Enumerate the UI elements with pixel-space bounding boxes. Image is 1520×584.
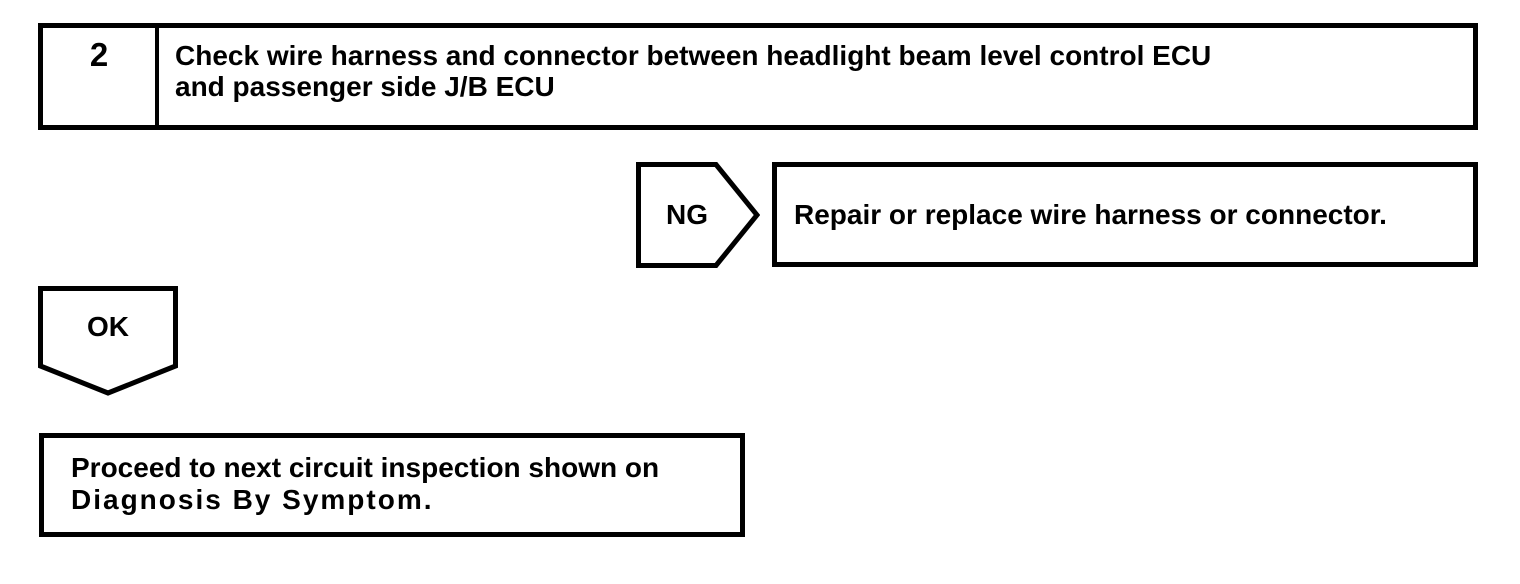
- ng-label: NG: [666, 199, 708, 230]
- ok-connector: OK: [38, 286, 178, 396]
- step-title-line-2: and passenger side J/B ECU: [175, 71, 555, 102]
- step-title: Check wire harness and connector between…: [159, 28, 1473, 125]
- pentagon-arrow-down-icon: [38, 286, 178, 396]
- pentagon-arrow-right-icon: [636, 162, 760, 268]
- ok-label: OK: [87, 311, 129, 342]
- ok-result-box: Proceed to next circuit inspection shown…: [39, 433, 745, 537]
- ng-action-box: Repair or replace wire harness or connec…: [772, 162, 1478, 267]
- step-number-cell: 2: [43, 28, 159, 125]
- step-title-line-1: Check wire harness and connector between…: [175, 40, 1212, 71]
- step-box: 2 Check wire harness and connector betwe…: [38, 23, 1478, 130]
- ng-action-text: Repair or replace wire harness or connec…: [794, 199, 1387, 230]
- ok-result-line-1: Proceed to next circuit inspection shown…: [71, 452, 660, 483]
- step-number: 2: [89, 36, 109, 73]
- ok-result-line-2: Diagnosis By Symptom.: [71, 484, 434, 515]
- ng-connector: NG: [636, 162, 760, 268]
